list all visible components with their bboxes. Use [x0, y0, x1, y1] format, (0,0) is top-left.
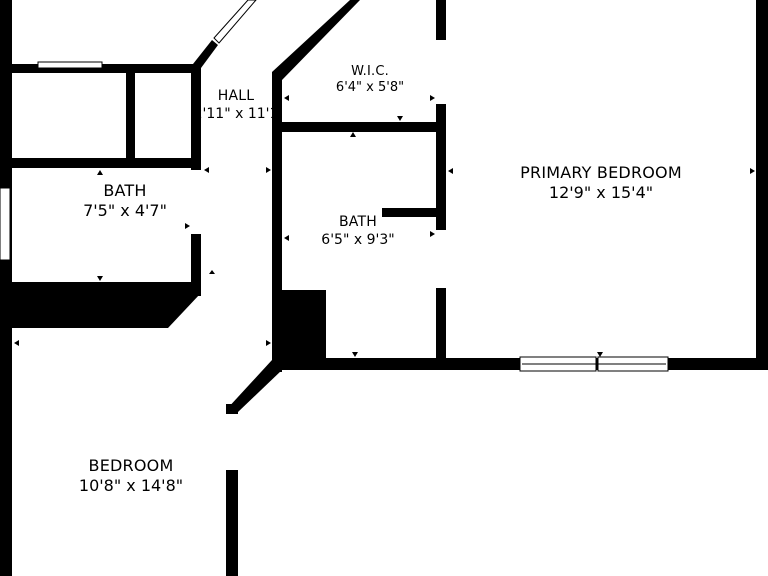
tick-marker [185, 223, 190, 229]
tick-marker [750, 168, 755, 174]
wall-wic-bottom [272, 122, 444, 132]
wall-bath-center-right [436, 130, 446, 230]
room-dimensions: 7'5" x 4'7" [83, 201, 167, 220]
room-name: BATH [103, 181, 147, 200]
tick-marker [284, 235, 289, 241]
tick-marker [97, 170, 103, 175]
wall-hall-top-left-diagonal [193, 40, 218, 68]
room-name: W.I.C. [351, 64, 389, 79]
tick-marker [266, 340, 271, 346]
room-dimensions: 6'4" x 5'8" [335, 80, 405, 96]
room-dimensions: 6'5" x 9'3" [321, 231, 395, 248]
tick-marker [397, 116, 403, 121]
tick-marker [97, 276, 103, 281]
room-label-hall: HALL 2'11" x 11'1 [194, 88, 279, 123]
room-dimensions: 10'8" x 14'8" [78, 476, 184, 495]
room-dimensions: 12'9" x 15'4" [548, 183, 654, 202]
tick-marker [430, 95, 435, 101]
room-name: BATH [339, 214, 377, 230]
room-name: HALL [217, 88, 255, 104]
tick-marker [350, 132, 356, 137]
window-left-bath [0, 187, 11, 261]
wall-left-upper-vertical [0, 0, 10, 160]
room-label-wic: W.I.C. 6'4" x 5'8" [336, 64, 404, 97]
window-hall-diagonal [213, 0, 257, 44]
tick-marker [352, 352, 358, 357]
window-top-left [37, 61, 103, 69]
room-label-bedroom: BEDROOM 10'8" x 14'8" [79, 456, 183, 496]
room-dimensions: 2'11" x 11'1 [193, 105, 279, 122]
wall-bath-center-stub [382, 208, 442, 217]
room-name: PRIMARY BEDROOM [520, 163, 682, 182]
wall-hall-top-right-diagonal [272, 0, 360, 80]
tick-marker [204, 167, 209, 173]
wall-closet-divider [126, 64, 135, 164]
wall-bath-right-lower [191, 234, 201, 296]
wall-primary-right [756, 0, 768, 370]
tick-marker [597, 352, 603, 357]
wall-bedroom-right [226, 404, 238, 414]
wall-wic-right [436, 0, 446, 40]
wall-bedroom-right-lower [226, 470, 238, 576]
room-label-bath-left: BATH 7'5" x 4'7" [83, 181, 167, 221]
tick-marker [209, 270, 215, 274]
room-label-bath-center: BATH 6'5" x 9'3" [321, 214, 394, 249]
wall-wic-right-lower [436, 104, 446, 134]
wall-bath-right [191, 64, 201, 170]
bath-center-fixture [280, 290, 326, 370]
wall-bath-center-right-lower [436, 288, 446, 370]
wall-bath-bottom [0, 282, 200, 328]
wall-hall-bottom-diagonal [226, 360, 282, 412]
tick-marker [448, 168, 453, 174]
room-name: BEDROOM [88, 456, 174, 475]
room-label-primary-bedroom: PRIMARY BEDROOM 12'9" x 15'4" [520, 163, 682, 203]
tick-marker [430, 231, 435, 237]
wall-bath-top [0, 158, 200, 168]
tick-marker [14, 340, 19, 346]
tick-marker [284, 95, 289, 101]
wall-hall-right [272, 72, 282, 372]
tick-marker [266, 167, 271, 173]
